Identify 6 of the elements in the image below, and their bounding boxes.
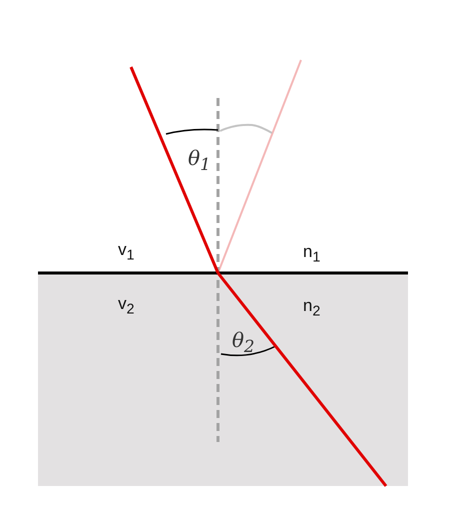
medium-label: n$_{2}$ (303, 297, 320, 319)
medium-label: n$_{1}$ (303, 243, 320, 265)
angle-label: θ$_{2}$ (232, 330, 255, 356)
angle-label: θ$_{1}$ (188, 148, 211, 174)
medium-label: v$_{1}$ (118, 241, 134, 263)
medium-label: v$_{2}$ (118, 295, 134, 317)
